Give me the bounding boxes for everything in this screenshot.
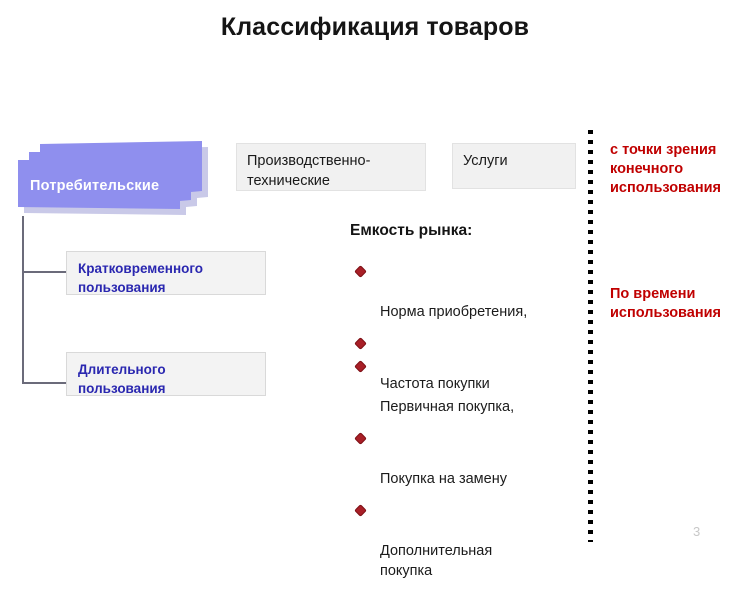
diamond-bullet-icon	[354, 360, 367, 373]
list-item: Частота покупки	[352, 334, 527, 394]
consumer-goods-shape	[18, 139, 214, 218]
list-item-label: Частота покупки	[380, 376, 490, 392]
subcategory-box-short-term[interactable]: Кратковременного пользования	[66, 251, 266, 295]
page-title: Классификация товаров	[220, 13, 530, 41]
list-item-label: Норма приобретения,	[380, 304, 528, 320]
consumer-shape-svg	[18, 141, 208, 215]
diamond-bullet-icon	[354, 337, 367, 350]
consumer-goods-label: Потребительские	[30, 178, 160, 194]
dotted-divider	[588, 130, 593, 542]
consumer-shape-fill	[18, 141, 202, 209]
diamond-bullet-icon	[354, 504, 367, 517]
market-capacity-list-a: Норма приобретения, Частота покупки	[352, 262, 527, 406]
list-item: Дополнительная покупка	[352, 501, 514, 581]
page-number: 3	[693, 524, 701, 539]
slide-canvas: Классификация товаров Потребительские Пр…	[18, 13, 721, 579]
category-label-services: Услуги	[463, 153, 508, 169]
list-item-label: Дополнительная покупка	[380, 543, 493, 579]
annotation-end-use: с точки зрения конечного использования	[610, 142, 721, 196]
subcategory-label-short-term: Кратковременного пользования	[78, 261, 204, 295]
list-item-label: Покупка на замену	[380, 471, 507, 487]
list-item-label: Первичная покупка,	[380, 399, 515, 415]
diamond-bullet-icon	[354, 432, 367, 445]
market-capacity-list-b: Первичная покупка, Покупка на замену Доп…	[352, 357, 514, 593]
connector-branch-short-term	[22, 271, 67, 273]
category-box-industrial[interactable]: Производственно- технические	[236, 143, 426, 191]
list-item: Норма приобретения,	[352, 262, 527, 322]
connector-branch-long-term	[22, 382, 67, 384]
list-item: Покупка на замену	[352, 429, 514, 489]
annotation-usage-time: По времени использования	[610, 286, 721, 321]
list-item: Первичная покупка,	[352, 357, 514, 417]
diamond-bullet-icon	[354, 265, 367, 278]
market-capacity-heading: Емкость рынка:	[350, 222, 473, 239]
category-box-services[interactable]: Услуги	[452, 143, 576, 189]
subcategory-box-long-term[interactable]: Длительного пользования	[66, 352, 266, 396]
subcategory-label-long-term: Длительного пользования	[78, 362, 166, 396]
category-label-industrial: Производственно- технические	[247, 153, 371, 189]
connector-vertical	[22, 216, 24, 383]
